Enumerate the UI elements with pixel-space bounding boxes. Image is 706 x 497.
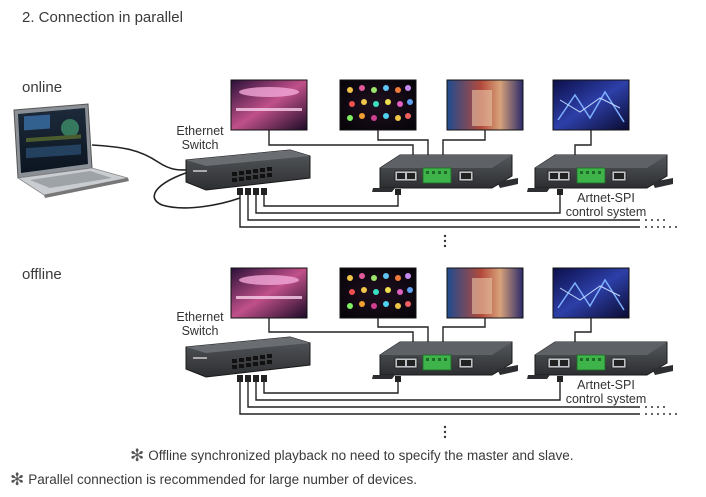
continuation-dots-offline — [443, 406, 677, 439]
ethernet-cables — [239, 190, 640, 228]
section-heading: 2. Connection in parallel — [22, 9, 183, 26]
offline-label: offline — [22, 266, 62, 283]
ethernet-switch-label: Ethernet Switch — [165, 124, 235, 152]
led-screen-3 — [446, 79, 524, 131]
controller-label: Artnet-SPI control system — [556, 191, 656, 219]
led-screen-4 — [552, 79, 630, 131]
asterisk-icon: ✻ — [130, 446, 145, 465]
ethernet-switch — [185, 149, 311, 191]
asterisk-icon: ✻ — [10, 470, 25, 489]
controller-2 — [527, 154, 673, 192]
offline-note: ✻Offline synchronized playback no need t… — [130, 446, 574, 466]
offline-section — [185, 267, 677, 439]
switch-label-line2: Switch — [181, 138, 219, 152]
led-screen-2 — [339, 79, 417, 131]
screen-cables — [268, 130, 592, 157]
online-label: online — [22, 79, 63, 96]
cable-connectors-offline — [237, 375, 563, 382]
switch-label-line1: Ethernet — [176, 124, 224, 138]
controller-label-offline: Artnet-SPI control system — [556, 378, 656, 406]
online-section — [13, 79, 677, 248]
ethernet-switch-offline — [185, 336, 311, 378]
controller-label-line2: control system — [565, 392, 647, 406]
parallel-note: ✻Parallel connection is recommended for … — [10, 470, 417, 490]
ethernet-switch-label-offline: Ethernet Switch — [165, 310, 235, 338]
controller-label-line1: Artnet-SPI — [577, 378, 635, 392]
screen-cables-offline — [268, 318, 592, 344]
controller-1 — [372, 154, 518, 192]
led-screen-7 — [446, 267, 524, 319]
continuation-dots — [443, 219, 677, 248]
laptop-cable — [91, 144, 206, 171]
laptop-icon — [13, 103, 129, 198]
ethernet-cables-offline — [239, 377, 640, 415]
led-screen-6 — [339, 267, 417, 319]
led-screen-1 — [230, 79, 308, 131]
led-screen-8 — [552, 267, 630, 319]
controller-label-line2: control system — [565, 205, 647, 219]
controller-4 — [527, 341, 673, 379]
controller-3 — [372, 341, 518, 379]
switch-label-line2: Switch — [181, 324, 219, 338]
controller-label-line1: Artnet-SPI — [577, 191, 635, 205]
switch-uplink-cable — [153, 167, 241, 209]
parallel-note-text: Parallel connection is recommended for l… — [28, 472, 417, 487]
switch-label-line1: Ethernet — [176, 310, 224, 324]
led-screen-5 — [230, 267, 308, 319]
cable-connectors — [237, 188, 563, 195]
offline-note-text: Offline synchronized playback no need to… — [148, 448, 574, 463]
